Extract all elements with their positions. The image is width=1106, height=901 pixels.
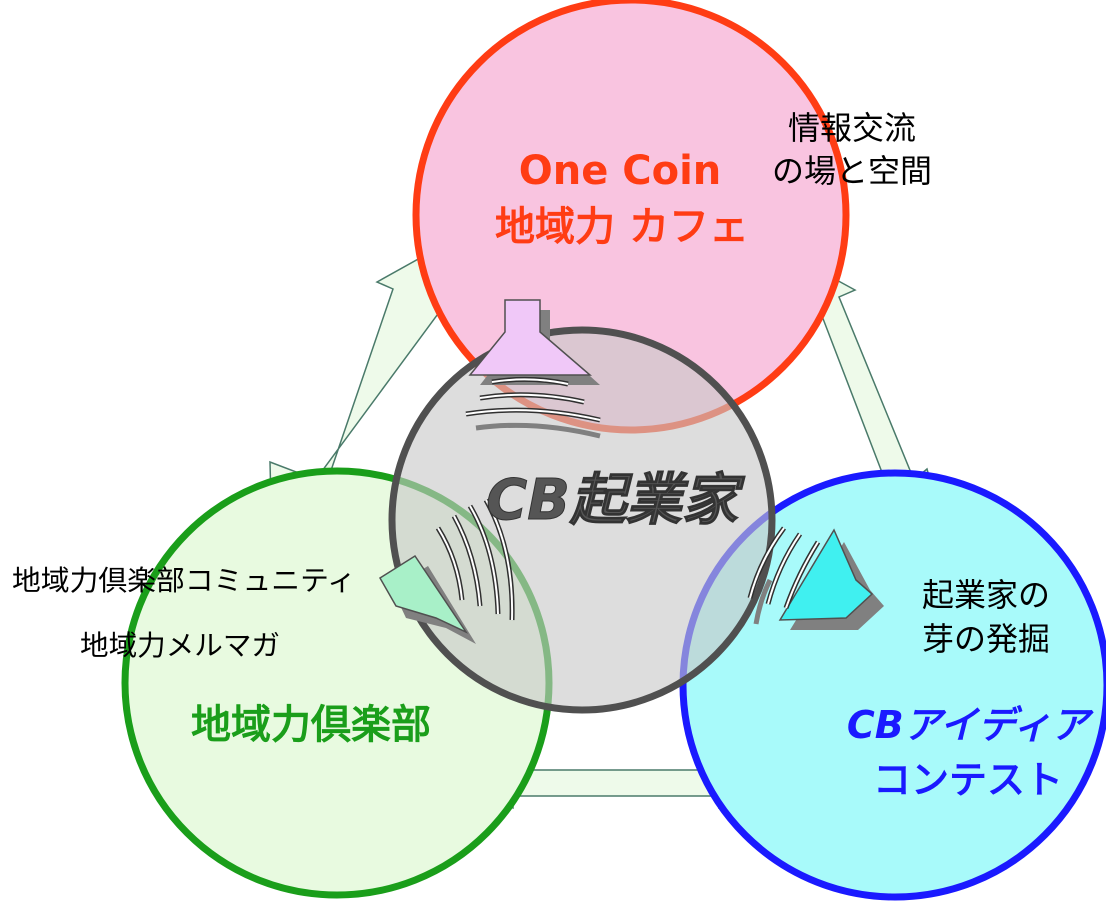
megaphone-icon (747, 526, 884, 630)
megaphone-icon (465, 299, 601, 439)
cafe-note-line2: の場と空間 (772, 152, 932, 190)
megaphone-icon (378, 498, 515, 644)
club-note-line2: 地域力メルマガ (80, 629, 280, 662)
contest-title-line1: CBアイディア (847, 703, 1094, 747)
cafe-note-line1: 情報交流 (788, 109, 916, 147)
contest-note-line2: 芽の発掘 (922, 620, 1050, 658)
cafe-title-line1: One Coin (519, 148, 722, 194)
contest-note-line1: 起業家の (922, 576, 1050, 614)
club-title: 地域力倶楽部 (191, 702, 431, 748)
contest-title-line2: コンテスト (873, 758, 1063, 802)
club-note-line1: 地域力倶楽部コミュニティ (12, 564, 356, 597)
center-label: CB起業家 (486, 468, 746, 533)
cafe-title-line2: 地域力 カフェ (495, 204, 749, 250)
